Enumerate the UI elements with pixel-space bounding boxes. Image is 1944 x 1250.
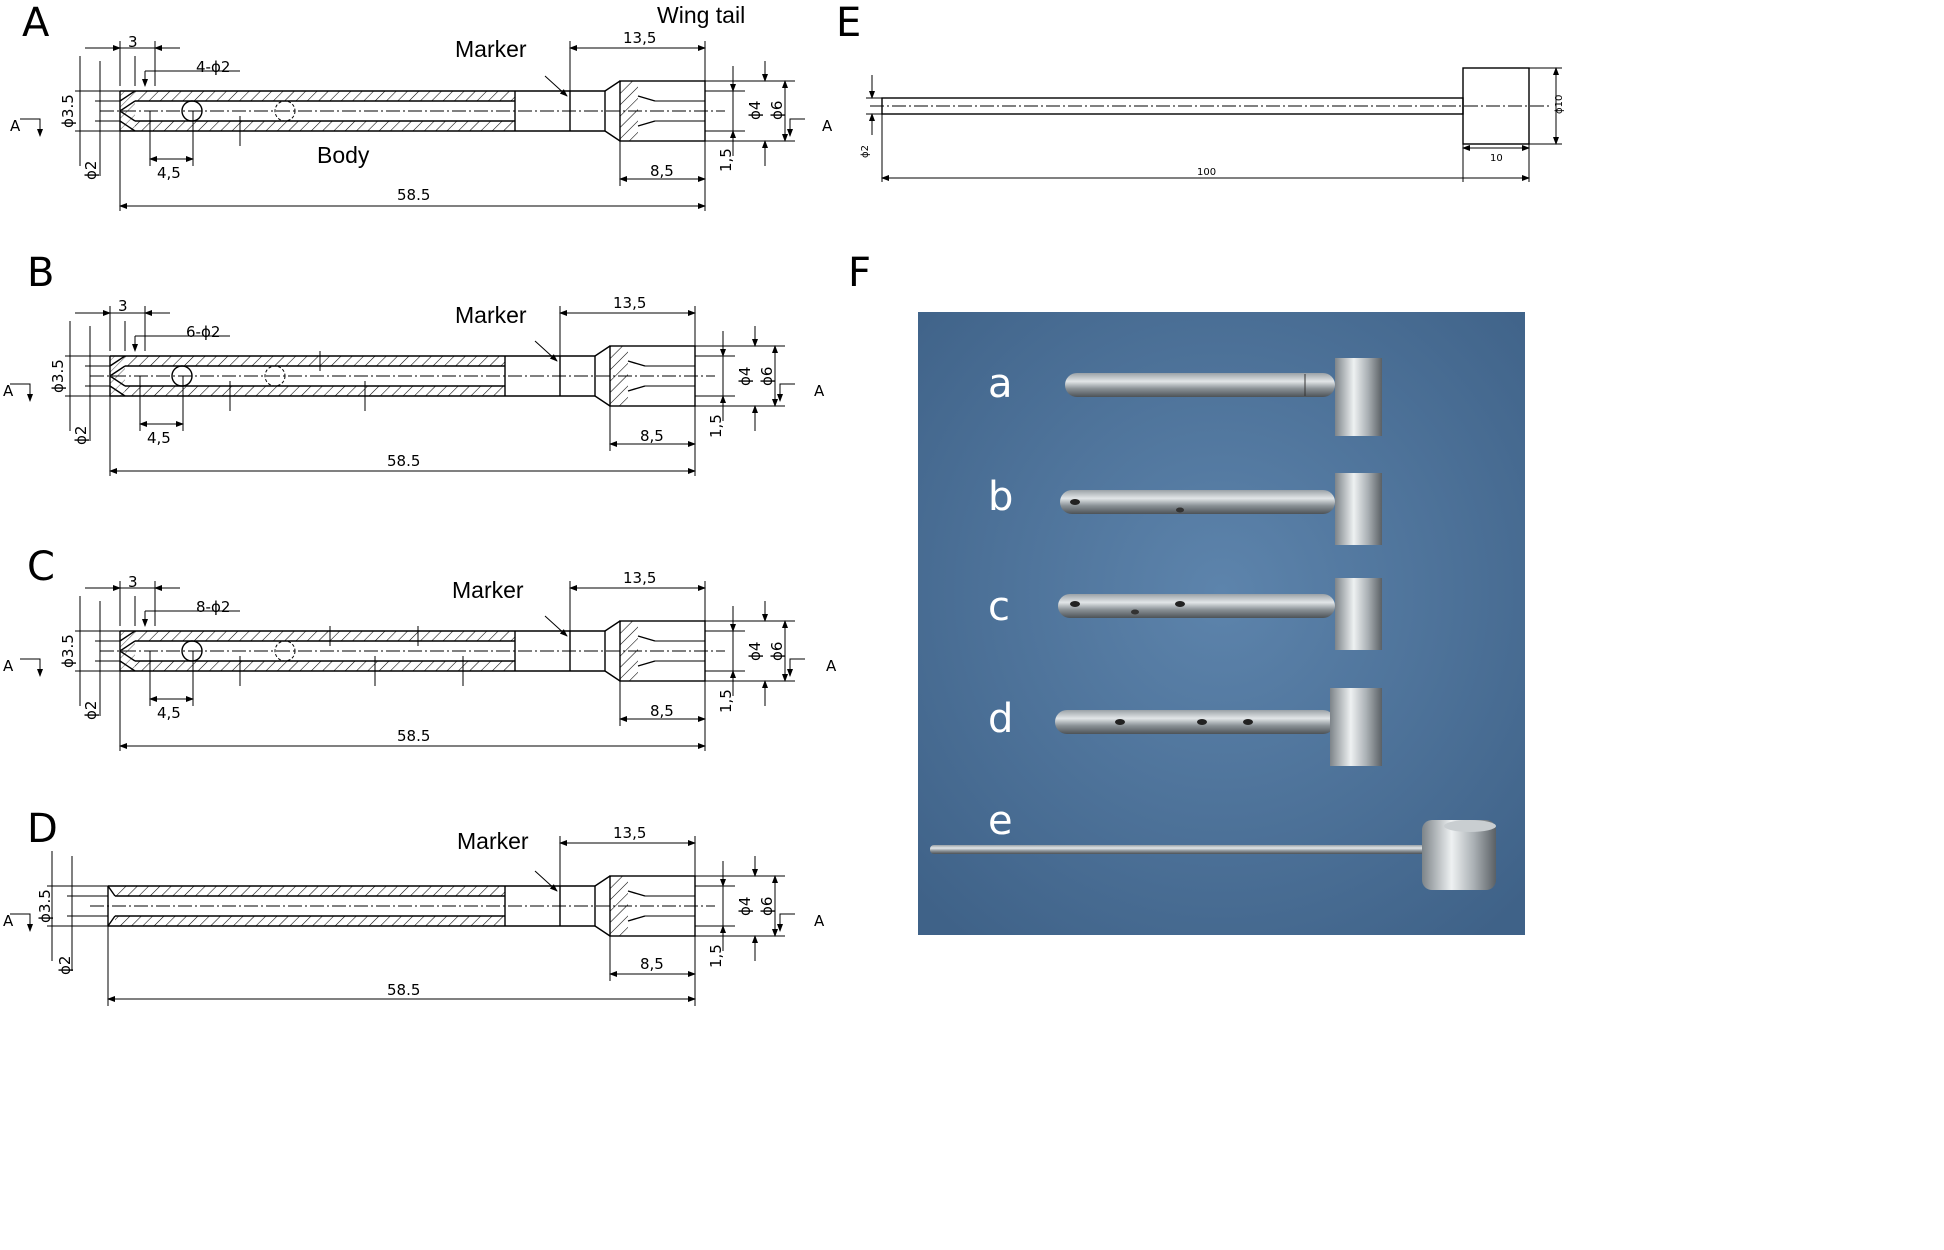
marker-label-d: Marker — [457, 828, 529, 854]
dim-phi6-a: ϕ6 — [768, 101, 786, 120]
dim-8-5-a: 8,5 — [650, 162, 674, 180]
marker-label-a: Marker — [455, 36, 527, 62]
dim-1-5-d: 1,5 — [707, 944, 725, 968]
section-label-d-right: A — [814, 912, 825, 930]
panel-letter-d: D — [27, 806, 58, 852]
technical-drawing-figure: A 3 4-ϕ2 Marker Wing tail Body 13,5 4,5 … — [3, 0, 1565, 1006]
dim-head-dia-e: ϕ10 — [1554, 95, 1565, 114]
panel-letter-e: E — [836, 0, 861, 46]
dim-phi6-b: ϕ6 — [758, 367, 776, 386]
dim-total-b: 58.5 — [387, 452, 420, 470]
wing-tail-label: Wing tail — [657, 2, 745, 28]
section-label-b-left: A — [3, 382, 14, 400]
panel-e-drawing: E 10 100 ϕ10 ϕ2 — [836, 0, 1565, 182]
marker-label-c: Marker — [452, 577, 524, 603]
dim-phi2-a: ϕ2 — [82, 161, 100, 180]
dim-phi35-c: ϕ3.5 — [59, 634, 77, 668]
dim-1-5-b: 1,5 — [707, 414, 725, 438]
dim-3-c: 3 — [128, 573, 138, 591]
section-label-b-right: A — [814, 382, 825, 400]
dim-phi4-c: ϕ4 — [746, 642, 764, 661]
dim-13-5-c: 13,5 — [623, 569, 656, 587]
dim-head-len-e: 10 — [1490, 153, 1503, 164]
dim-phi4-b: ϕ4 — [736, 367, 754, 386]
photo-label-a: a — [988, 361, 1013, 407]
panel-letter-a: A — [22, 0, 50, 46]
dim-total-d: 58.5 — [387, 981, 420, 999]
dim-4-5-b: 4,5 — [147, 429, 171, 447]
panel-a-drawing: A 3 4-ϕ2 Marker Wing tail Body 13,5 4,5 … — [10, 0, 833, 211]
dim-3-a: 3 — [128, 33, 138, 51]
dim-total-c: 58.5 — [397, 727, 430, 745]
implant-photo-e — [930, 820, 1496, 890]
dim-phi35-d: ϕ3.5 — [36, 889, 54, 923]
dim-13-5-b: 13,5 — [613, 294, 646, 312]
panel-f-photo: F — [848, 250, 1525, 935]
body-label: Body — [317, 142, 370, 168]
dim-total-a: 58.5 — [397, 186, 430, 204]
dim-phi35-a: ϕ3.5 — [59, 94, 77, 128]
photo-label-d: d — [988, 696, 1013, 742]
dim-phi6-d: ϕ6 — [758, 897, 776, 916]
dim-length-e: 100 — [1197, 167, 1216, 178]
implant-photo-c — [1058, 578, 1382, 650]
dim-3-b: 3 — [118, 297, 128, 315]
dim-8-5-c: 8,5 — [650, 702, 674, 720]
panel-c-drawing: C 3 8-ϕ2 Marker 13,5 4,5 8,5 58.5 ϕ3.5 ϕ… — [3, 544, 837, 751]
dim-8-5-d: 8,5 — [640, 955, 664, 973]
dim-1-5-c: 1,5 — [717, 689, 735, 713]
hole-visible — [181, 100, 203, 122]
hole-spec-b: 6-ϕ2 — [186, 323, 220, 341]
photo-label-e: e — [988, 798, 1013, 844]
panel-letter-c: C — [27, 544, 55, 590]
section-label-a-left: A — [10, 117, 21, 135]
section-label-c-right: A — [826, 657, 837, 675]
dim-4-5-a: 4,5 — [157, 164, 181, 182]
hole-hidden — [274, 100, 296, 122]
dim-phi2-c: ϕ2 — [82, 701, 100, 720]
section-label-c-left: A — [3, 657, 14, 675]
panel-letter-b: B — [27, 250, 54, 296]
photo-label-b: b — [988, 474, 1013, 520]
hole-spec-a: 4-ϕ2 — [196, 58, 230, 76]
marker-label-b: Marker — [455, 302, 527, 328]
dim-phi4-d: ϕ4 — [736, 897, 754, 916]
pin-head — [1462, 67, 1530, 145]
panel-b-drawing: B 3 6-ϕ2 Marker 13,5 4,5 8,5 58.5 ϕ3.5 ϕ… — [3, 250, 825, 476]
dim-phi2-d: ϕ2 — [56, 956, 74, 975]
implant-photo-a — [1065, 358, 1382, 436]
dim-phi2-b: ϕ2 — [72, 426, 90, 445]
dim-phi6-c: ϕ6 — [768, 642, 786, 661]
dim-13-5-a: 13,5 — [623, 29, 656, 47]
section-label-a-right: A — [822, 117, 833, 135]
implant-photo-b — [1060, 473, 1382, 545]
hole-spec-c: 8-ϕ2 — [196, 598, 230, 616]
dim-1-5-a: 1,5 — [717, 148, 735, 172]
dim-4-5-c: 4,5 — [157, 704, 181, 722]
dim-phi4-a: ϕ4 — [746, 101, 764, 120]
photo-label-c: c — [988, 584, 1010, 630]
dim-13-5-d: 13,5 — [613, 824, 646, 842]
panel-d-drawing: D — [3, 806, 825, 1006]
panel-letter-f: F — [848, 250, 871, 296]
section-label-d-left: A — [3, 912, 14, 930]
implant-photo-d — [1055, 688, 1382, 766]
dim-phi35-b: ϕ3.5 — [49, 359, 67, 393]
dim-8-5-b: 8,5 — [640, 427, 664, 445]
dim-pin-dia-e: ϕ2 — [860, 145, 871, 158]
